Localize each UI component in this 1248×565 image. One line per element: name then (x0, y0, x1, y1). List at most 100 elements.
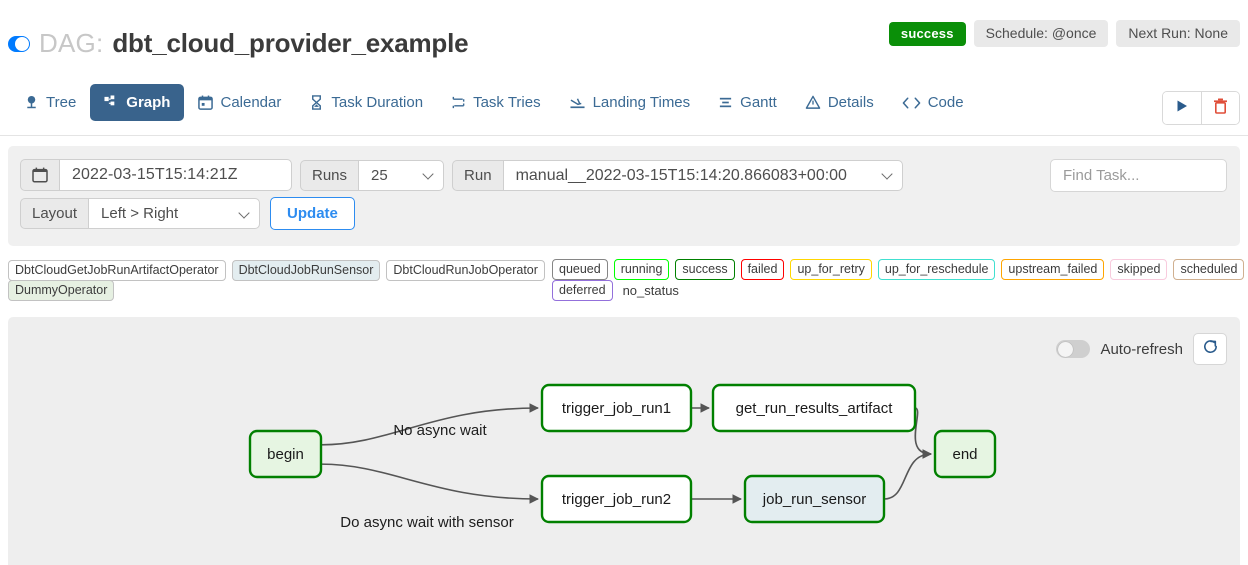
tab-graph-label: Graph (126, 94, 171, 111)
tab-landing-times-label: Landing Times (592, 94, 691, 111)
trash-icon (1213, 98, 1228, 119)
page-header: DAG: dbt_cloud_provider_example success … (0, 0, 1248, 70)
graph-node-job_run_sensor[interactable]: job_run_sensor (743, 474, 886, 524)
tab-gantt[interactable]: Gantt (704, 84, 791, 121)
legend-state-chip[interactable]: up_for_reschedule (877, 259, 996, 281)
run-group: Run manual__2022-03-15T15:14:20.866083+0… (452, 159, 903, 191)
base-date-group (20, 159, 292, 191)
graph-edge-job_run_sensor-to-end (883, 449, 932, 500)
warning-triangle-icon (805, 95, 821, 110)
refresh-icon (1202, 338, 1219, 360)
graph-edge-label: No async wait (393, 422, 487, 439)
graph-node-label: trigger_job_run2 (562, 491, 671, 508)
graph-edges (320, 403, 932, 504)
tab-task-duration[interactable]: Task Duration (295, 84, 437, 121)
tab-task-duration-label: Task Duration (331, 94, 424, 111)
delete-dag-button[interactable] (1201, 92, 1239, 124)
layout-select[interactable]: Left > RightRight > LeftTop > BottomBott… (88, 198, 261, 229)
legend-operator-chip[interactable]: DbtCloudJobRunSensor (231, 260, 381, 282)
base-date-input[interactable] (59, 159, 292, 191)
legend-operators-row-2: DummyOperator (8, 280, 115, 302)
update-button[interactable]: Update (270, 197, 355, 230)
graph-node-label: job_run_sensor (762, 491, 866, 508)
view-tabs: Tree Graph Calendar Task Duration Task T (10, 84, 978, 121)
tab-calendar-label: Calendar (220, 94, 282, 111)
legend-operator-chip[interactable]: DummyOperator (8, 280, 115, 302)
legend-state-chip[interactable]: success (675, 259, 735, 281)
graph-node-label: end (952, 446, 977, 463)
graph-icon (104, 95, 119, 110)
graph-node-label: begin (267, 446, 304, 463)
graph-node-label: get_run_results_artifact (736, 400, 894, 417)
find-task-input[interactable] (1050, 159, 1227, 192)
run-select-wrap: manual__2022-03-15T15:14:20.866083+00:00 (502, 159, 903, 191)
calendar-icon[interactable] (20, 159, 59, 191)
schedule-badge[interactable]: Schedule: @once (973, 20, 1109, 47)
tab-code[interactable]: Code (888, 84, 978, 121)
graph-node-end[interactable]: end (933, 429, 997, 479)
tab-details-label: Details (827, 94, 874, 111)
play-icon (1175, 99, 1189, 118)
header-badges: success Schedule: @once Next Run: None (888, 20, 1240, 47)
tab-task-tries[interactable]: Task Tries (437, 84, 555, 121)
tab-tree-label: Tree (46, 94, 77, 111)
hourglass-icon (309, 95, 324, 110)
graph-node-trigger_job_run2[interactable]: trigger_job_run2 (540, 474, 693, 524)
tab-gantt-label: Gantt (740, 94, 777, 111)
layout-group: Layout Left > RightRight > LeftTop > Bot… (20, 198, 261, 229)
runs-label: Runs (300, 159, 359, 191)
trigger-dag-button[interactable] (1163, 92, 1201, 124)
legend-state-chip[interactable]: upstream_failed (1001, 259, 1105, 281)
legend-state-chip[interactable]: failed (740, 259, 785, 281)
retry-icon (451, 95, 466, 110)
layout-select-wrap: Left > RightRight > LeftTop > BottomBott… (88, 198, 261, 229)
graph-edge-begin-to-trigger_job_run1 (320, 403, 539, 446)
tab-details[interactable]: Details (791, 84, 888, 121)
graph-node-get_run_results_artifact[interactable]: get_run_results_artifact (711, 383, 917, 433)
page-title: DAG: dbt_cloud_provider_example (8, 28, 469, 59)
auto-refresh-label: Auto-refresh (1100, 340, 1183, 358)
legend-state-chip[interactable]: queued (552, 259, 608, 281)
view-tabbar: Tree Graph Calendar Task Duration Task T (0, 78, 1248, 136)
graph-edge-get_run_results_artifact-to-end (914, 407, 932, 459)
filter-row-primary: Runs 52550100365 Run manual__2022-03-15T… (20, 159, 903, 191)
graph-node-begin[interactable]: begin (248, 429, 323, 479)
tab-calendar[interactable]: Calendar (184, 84, 295, 121)
filter-row-layout: Layout Left > RightRight > LeftTop > Bot… (20, 197, 355, 230)
legend-state-chip[interactable]: up_for_retry (790, 259, 872, 281)
next-run-badge: Next Run: None (1116, 20, 1240, 47)
run-label: Run (452, 159, 503, 191)
legend-state-chip[interactable]: running (613, 259, 670, 281)
calendar-icon (198, 95, 214, 110)
run-select[interactable]: manual__2022-03-15T15:14:20.866083+00:00 (502, 159, 903, 191)
tab-code-label: Code (927, 94, 964, 111)
legend-state-chip[interactable]: deferred (552, 280, 613, 302)
dag-name: dbt_cloud_provider_example (112, 28, 469, 58)
legend-state-chip[interactable]: scheduled (1173, 259, 1245, 281)
runs-group: Runs 52550100365 (300, 159, 445, 191)
tab-landing-times[interactable]: Landing Times (555, 84, 705, 121)
tab-tree[interactable]: Tree (10, 84, 90, 121)
graph-node-label: trigger_job_run1 (562, 400, 671, 417)
graph-node-trigger_job_run1[interactable]: trigger_job_run1 (540, 383, 693, 433)
graph-nodes: begin trigger_job_run1 get_run_results_art… (248, 383, 997, 524)
legend-no-status-label: no_status (622, 283, 679, 299)
legend-operator-chip[interactable]: DbtCloudGetJobRunArtifactOperator (8, 260, 226, 282)
tab-graph[interactable]: Graph (90, 84, 185, 121)
runs-select-wrap: 52550100365 (358, 159, 445, 191)
graph-edge-begin-to-trigger_job_run2 (320, 463, 539, 504)
legend-state-chip[interactable]: skipped (1110, 259, 1168, 281)
dag-prefix-label: DAG: (39, 28, 104, 58)
dag-action-buttons (1162, 91, 1240, 125)
legend-operator-chip[interactable]: DbtCloudRunJobOperator (386, 260, 545, 282)
layout-label: Layout (20, 198, 89, 229)
auto-refresh-toggle[interactable] (1056, 340, 1091, 358)
runs-select[interactable]: 52550100365 (358, 159, 445, 191)
refresh-button[interactable] (1193, 333, 1227, 365)
tree-icon (24, 95, 39, 110)
dag-pause-toggle[interactable] (8, 35, 30, 52)
